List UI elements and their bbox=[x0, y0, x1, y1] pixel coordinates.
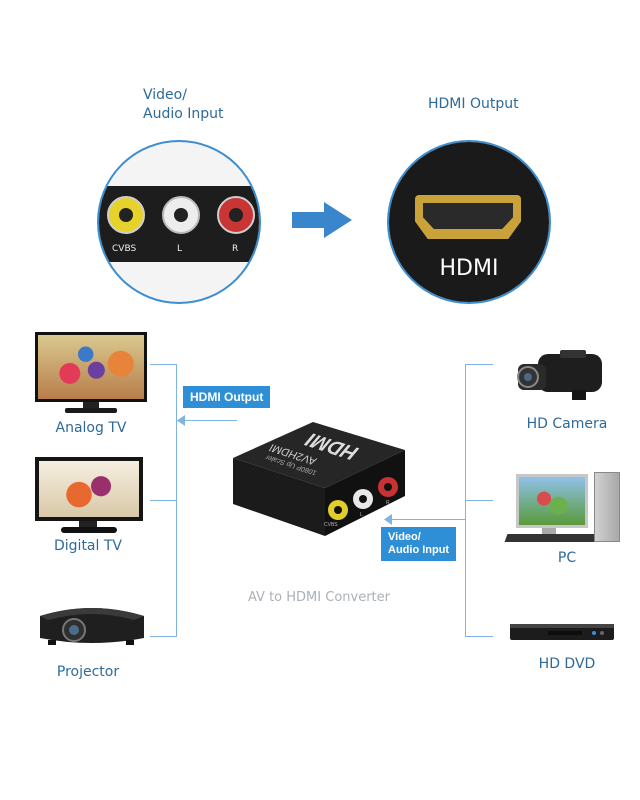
hdmi-output-closeup: HDMI bbox=[387, 140, 551, 304]
digital-tv bbox=[35, 457, 145, 535]
video-audio-tag-line1: Video/ bbox=[388, 531, 421, 543]
r-jack bbox=[217, 196, 255, 234]
input-label: Video/ Audio Input bbox=[143, 86, 224, 124]
pc bbox=[504, 470, 622, 546]
camcorder-icon bbox=[517, 350, 602, 400]
right-link-arrow-icon bbox=[384, 514, 392, 525]
left-line-1 bbox=[150, 364, 177, 365]
converter-jack-cvbs: CVBS bbox=[324, 522, 338, 528]
hdmi-port bbox=[415, 195, 521, 239]
left-link-arrow-icon bbox=[177, 415, 185, 426]
projector-icon bbox=[40, 608, 144, 645]
converter-jack-r: R bbox=[386, 500, 390, 506]
hd-dvd-label: HD DVD bbox=[538, 656, 596, 672]
hdmi-output-tag: HDMI Output bbox=[183, 386, 271, 408]
jack-label-r: R bbox=[232, 244, 239, 254]
dvd-player-icon bbox=[510, 624, 614, 640]
analog-tv-label: Analog TV bbox=[55, 420, 127, 436]
arrow-right-icon bbox=[292, 202, 352, 238]
pc-tower bbox=[594, 472, 620, 542]
video-audio-tag-line2: Audio Input bbox=[388, 544, 450, 556]
projector-label: Projector bbox=[56, 664, 120, 680]
hd-camera-label: HD Camera bbox=[526, 416, 608, 432]
right-line-3 bbox=[465, 636, 493, 637]
pc-monitor bbox=[516, 474, 588, 528]
video-audio-tag: Video/ Audio Input bbox=[381, 527, 457, 561]
output-label: HDMI Output bbox=[428, 96, 519, 112]
rca-input-closeup: CVBS L R bbox=[97, 140, 261, 304]
analog-tv-screen bbox=[35, 332, 147, 402]
right-link bbox=[386, 519, 466, 520]
input-label-line1: Video/ bbox=[143, 87, 187, 103]
left-link bbox=[177, 420, 237, 421]
converter-jack-l: L bbox=[360, 512, 363, 518]
jack-label-l: L bbox=[177, 244, 183, 254]
l-jack bbox=[162, 196, 200, 234]
right-line-2 bbox=[465, 500, 493, 501]
input-label-line2: Audio Input bbox=[143, 106, 224, 122]
analog-tv bbox=[35, 332, 147, 414]
digital-tv-label: Digital TV bbox=[54, 538, 122, 554]
converter-caption: AV to HDMI Converter bbox=[248, 590, 390, 605]
hdmi-port-text: HDMI bbox=[439, 256, 499, 281]
cvbs-jack bbox=[107, 196, 145, 234]
left-line-3 bbox=[150, 636, 177, 637]
left-line-2 bbox=[150, 500, 177, 501]
pc-label: PC bbox=[557, 550, 577, 566]
right-line-1 bbox=[465, 364, 493, 365]
converter-box: HDMI AV2HDMI 1080P Up Scaler CVBS L R bbox=[215, 414, 415, 544]
digital-tv-screen bbox=[35, 457, 143, 521]
converter-body bbox=[233, 422, 405, 536]
jack-label-cvbs: CVBS bbox=[112, 244, 137, 254]
